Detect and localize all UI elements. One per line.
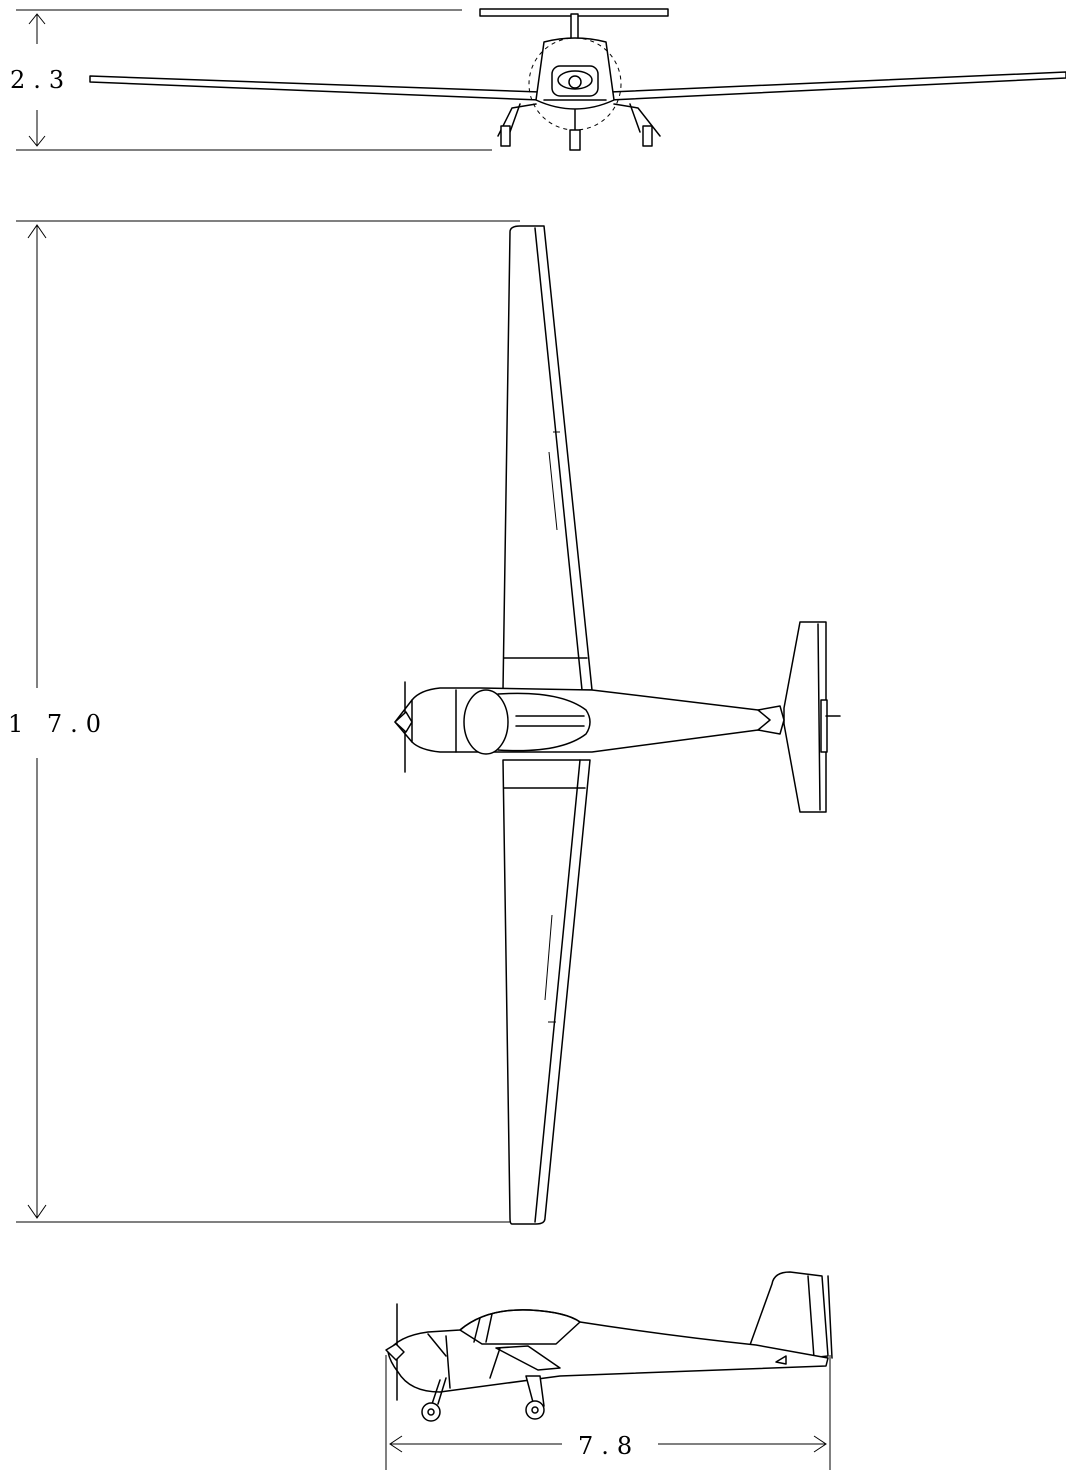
- height-value: 2.3: [10, 66, 72, 94]
- side-view: 7.8: [385, 1271, 833, 1470]
- front-view: 2.3: [10, 8, 1066, 151]
- span-value: 1 7.0: [8, 710, 109, 738]
- height-dimension: 2.3: [10, 9, 492, 151]
- length-dimension: 7.8: [385, 1355, 831, 1470]
- span-dimension: 1 7.0: [8, 220, 520, 1223]
- top-view: 1 7.0: [8, 220, 841, 1225]
- length-value: 7.8: [578, 1432, 640, 1460]
